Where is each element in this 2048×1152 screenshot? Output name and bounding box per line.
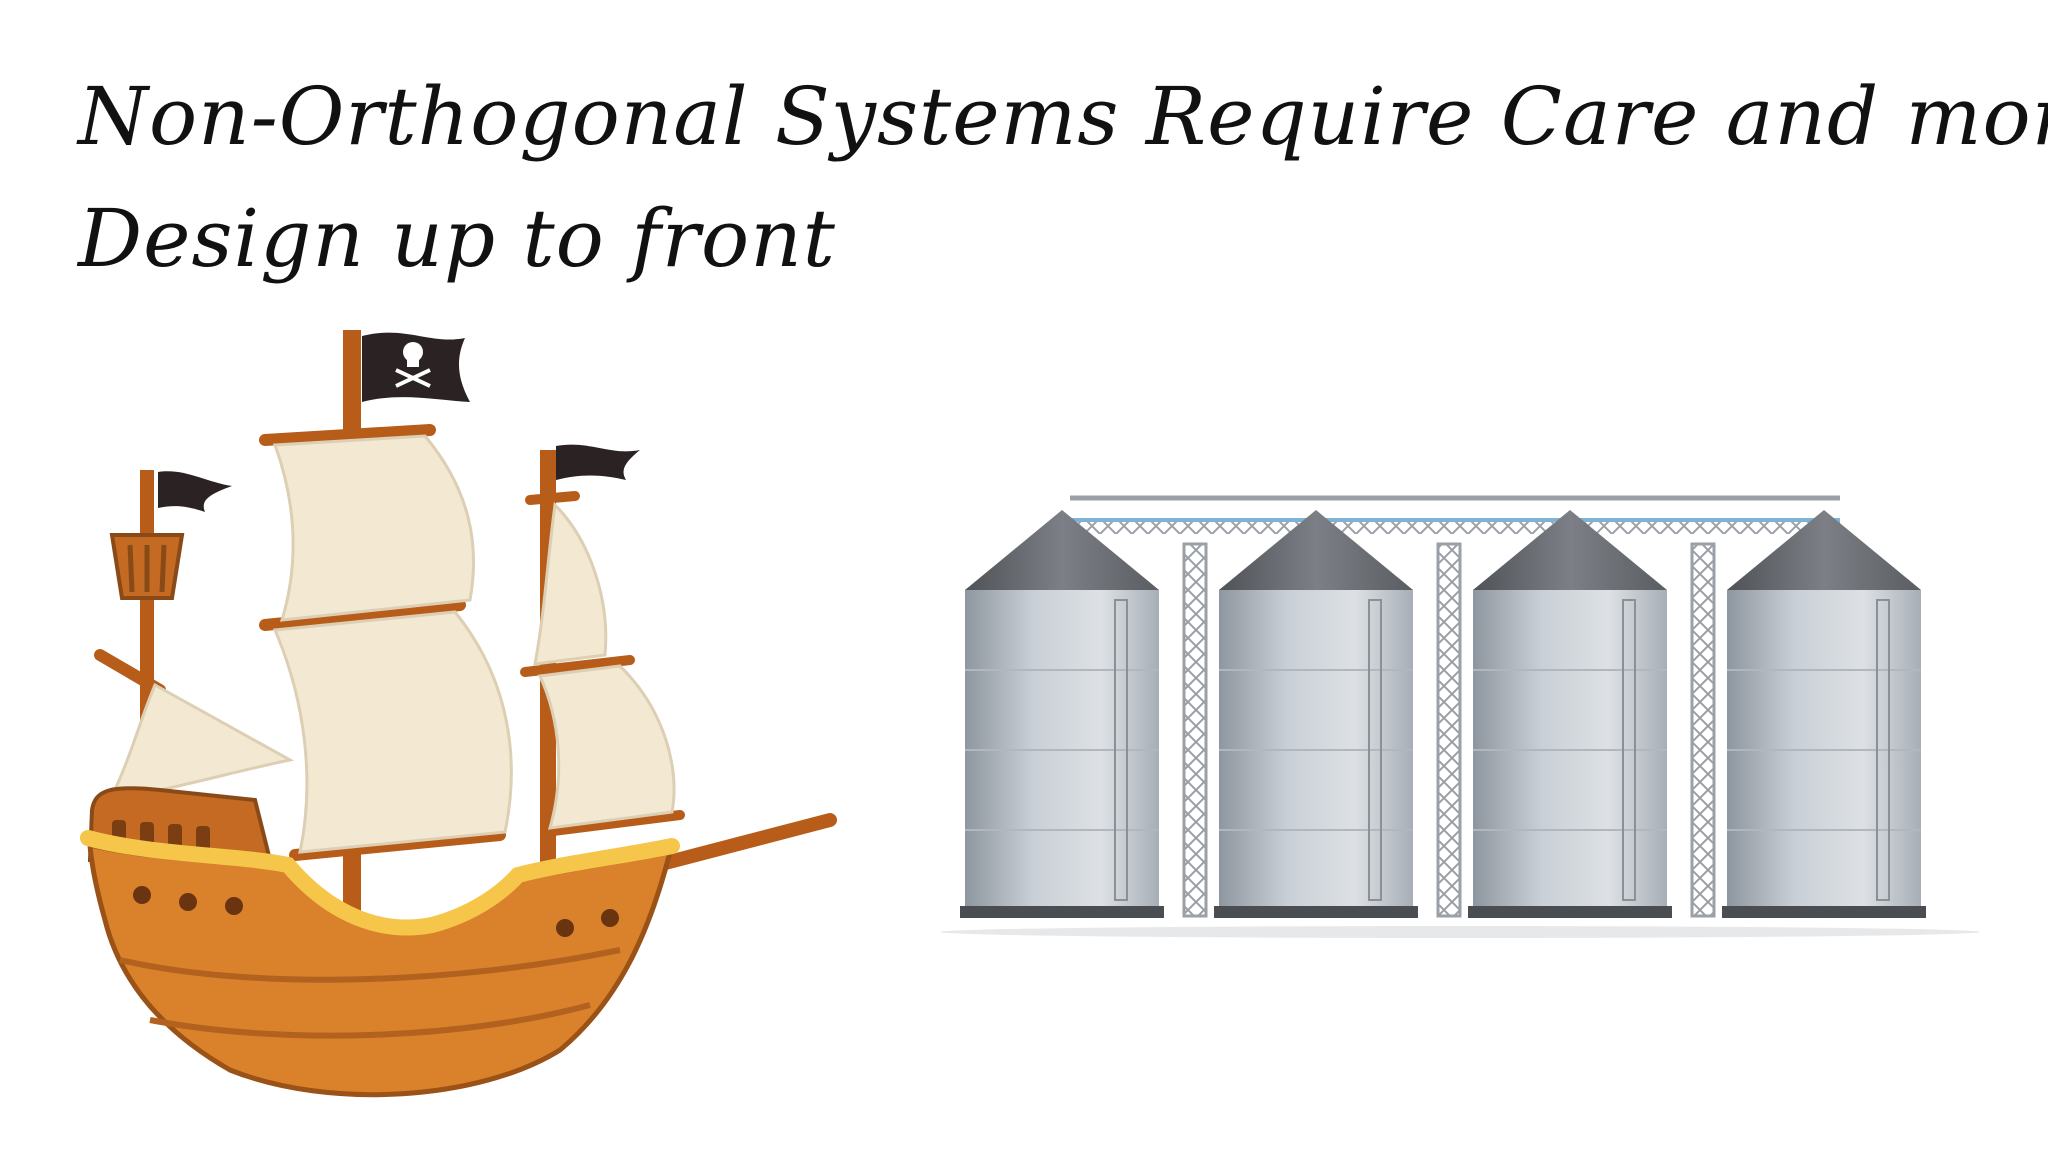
pirate-ship-icon [80,330,837,1098]
slide-title: Non-Orthogonal Systems Require Care and … [78,56,2048,300]
grain-silos-icon [940,495,1980,938]
title-line-1: Non-Orthogonal Systems Require Care and … [78,70,2048,163]
title-line-2: Design up to front [78,192,836,285]
